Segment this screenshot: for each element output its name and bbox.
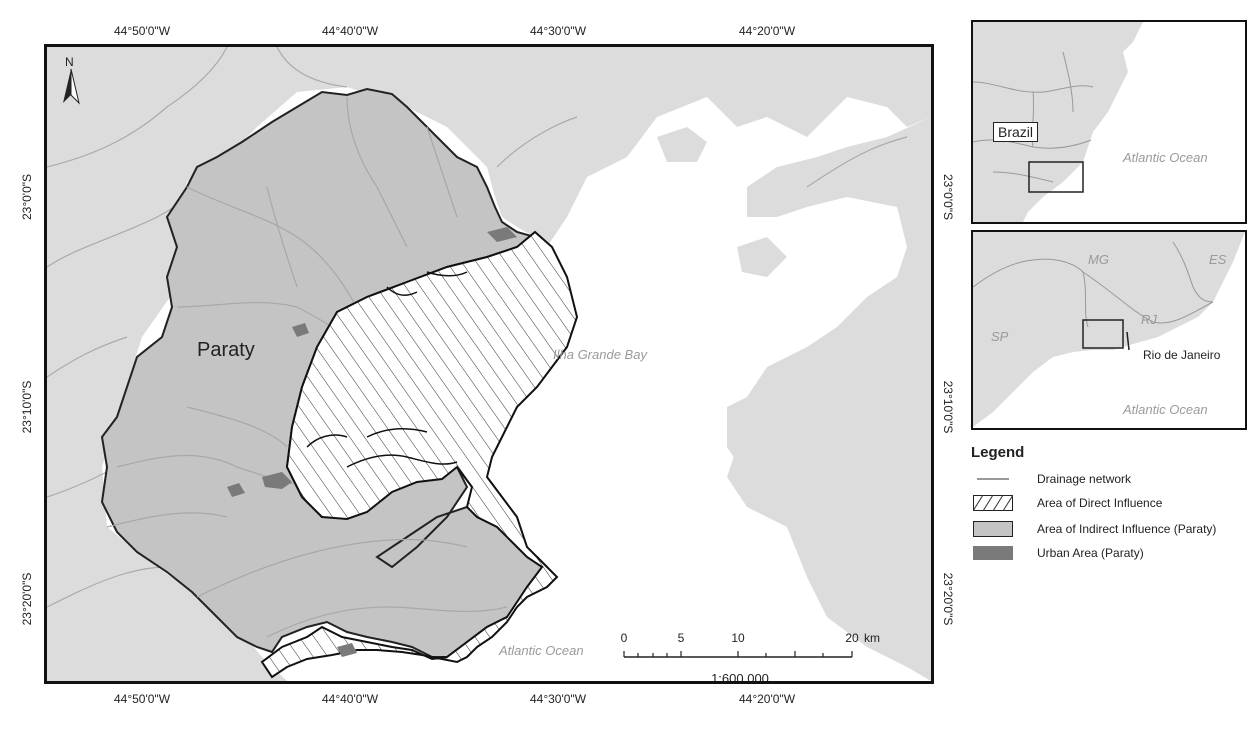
brazil-state-borders: [973, 51, 1094, 183]
urban-area-paraty-4: [487, 227, 517, 242]
north-arrow: N: [59, 55, 83, 105]
region-land: [973, 232, 1245, 427]
legend: Legend Drainage network Area of Direct I…: [971, 440, 1247, 580]
coord-bottom-1: 44°50'0"W: [113, 692, 171, 706]
legend-item-drainage: Drainage network: [971, 470, 1247, 488]
coord-bottom-2: 44°40'0"W: [321, 692, 379, 706]
area-direct-influence: [260, 230, 579, 679]
coord-right-2: 23°10'0"S: [941, 380, 955, 434]
scale-tick-5: 5: [677, 631, 685, 645]
scale-ratio: 1:600.000: [711, 671, 769, 684]
scale-tick-10: 10: [731, 631, 745, 645]
state-label-sp: SP: [991, 329, 1009, 344]
north-arrow-icon: [63, 68, 80, 105]
legend-item-indirect-influence: Area of Indirect Influence (Paraty): [971, 520, 1247, 538]
island-small-2: [737, 237, 787, 277]
legend-swatch-urban-area: [973, 546, 1013, 560]
main-map[interactable]: N Paraty Ilha Grande Bay Atlantic Ocean …: [44, 44, 934, 684]
legend-label-urban-area: Urban Area (Paraty): [1037, 546, 1144, 560]
state-label-mg: MG: [1088, 252, 1109, 267]
state-label-es: ES: [1209, 252, 1227, 267]
inset-map-brazil[interactable]: Brazil Atlantic Ocean: [971, 20, 1247, 224]
inset-brazil-canvas: [973, 22, 1143, 222]
bay-label: Ilha Grande Bay: [553, 347, 647, 362]
island-ilha-grande: [727, 367, 931, 487]
land-west: [47, 47, 931, 681]
region-state-borders: [973, 241, 1214, 328]
legend-item-direct-influence: Area of Direct Influence: [971, 494, 1247, 512]
ocean-label-region: Atlantic Ocean: [1123, 402, 1208, 417]
coord-top-2: 44°40'0"W: [321, 24, 379, 38]
coord-left-2: 23°10'0"S: [20, 380, 34, 434]
legend-label-drainage: Drainage network: [1037, 472, 1132, 486]
state-label-rj: RJ: [1141, 312, 1157, 327]
scale-unit: km: [864, 631, 880, 645]
inset-brazil-extent-box: [1028, 161, 1084, 193]
legend-swatch-direct-influence: [973, 495, 1013, 511]
rio-leader-line: [1126, 331, 1130, 351]
city-label-rio: Rio de Janeiro: [1143, 348, 1221, 362]
scale-tick-0: 0: [620, 631, 628, 645]
scale-bar-graphic: [623, 651, 853, 658]
island-small-1: [657, 127, 707, 162]
urban-area-paraty-2: [227, 483, 245, 497]
coord-top-1: 44°50'0"W: [113, 24, 171, 38]
coord-right-1: 23°0'0"S: [941, 173, 955, 221]
coord-top-4: 44°20'0"W: [738, 24, 796, 38]
legend-title: Legend: [971, 444, 1025, 461]
scale-tick-20: 20: [845, 631, 859, 645]
inset-map-region[interactable]: MG ES RJ SP Rio de Janeiro Atlantic Ocea…: [971, 230, 1247, 430]
drainage-inside: [106, 96, 508, 638]
ocean-label-brazil: Atlantic Ocean: [1123, 150, 1208, 165]
urban-area-paraty-center: [262, 472, 292, 489]
legend-swatch-indirect-influence: [973, 521, 1013, 537]
ocean-label-main: Atlantic Ocean: [499, 643, 584, 658]
coord-bottom-4: 44°20'0"W: [738, 692, 796, 706]
municipality-label: Paraty: [197, 339, 255, 361]
legend-label-indirect-influence: Area of Indirect Influence (Paraty): [1037, 522, 1217, 536]
legend-swatch-drainage: [977, 478, 1009, 480]
coord-left-3: 23°20'0"S: [20, 572, 34, 626]
main-map-canvas: [47, 47, 931, 681]
inset-region-extent-box: [1082, 319, 1124, 349]
coord-right-3: 23°20'0"S: [941, 572, 955, 626]
scale-bar: 0 5 10 20 km 1:600.000: [620, 631, 880, 684]
urban-area-paraty-5: [337, 643, 357, 657]
country-label: Brazil: [993, 122, 1039, 142]
land-south-coast: [47, 627, 287, 681]
north-arrow-label: N: [65, 55, 74, 69]
urban-area-paraty-3: [292, 323, 309, 337]
coastline-detail: [306, 271, 468, 468]
coord-left-1: 23°0'0"S: [20, 173, 34, 221]
coord-bottom-3: 44°30'0"W: [529, 692, 587, 706]
brazil-land: [973, 22, 1143, 222]
urban-areas: [227, 227, 517, 657]
legend-label-direct-influence: Area of Direct Influence: [1037, 496, 1163, 510]
coord-top-3: 44°30'0"W: [529, 24, 587, 38]
inset-region-canvas: [973, 232, 1245, 427]
legend-item-urban-area: Urban Area (Paraty): [971, 544, 1247, 562]
